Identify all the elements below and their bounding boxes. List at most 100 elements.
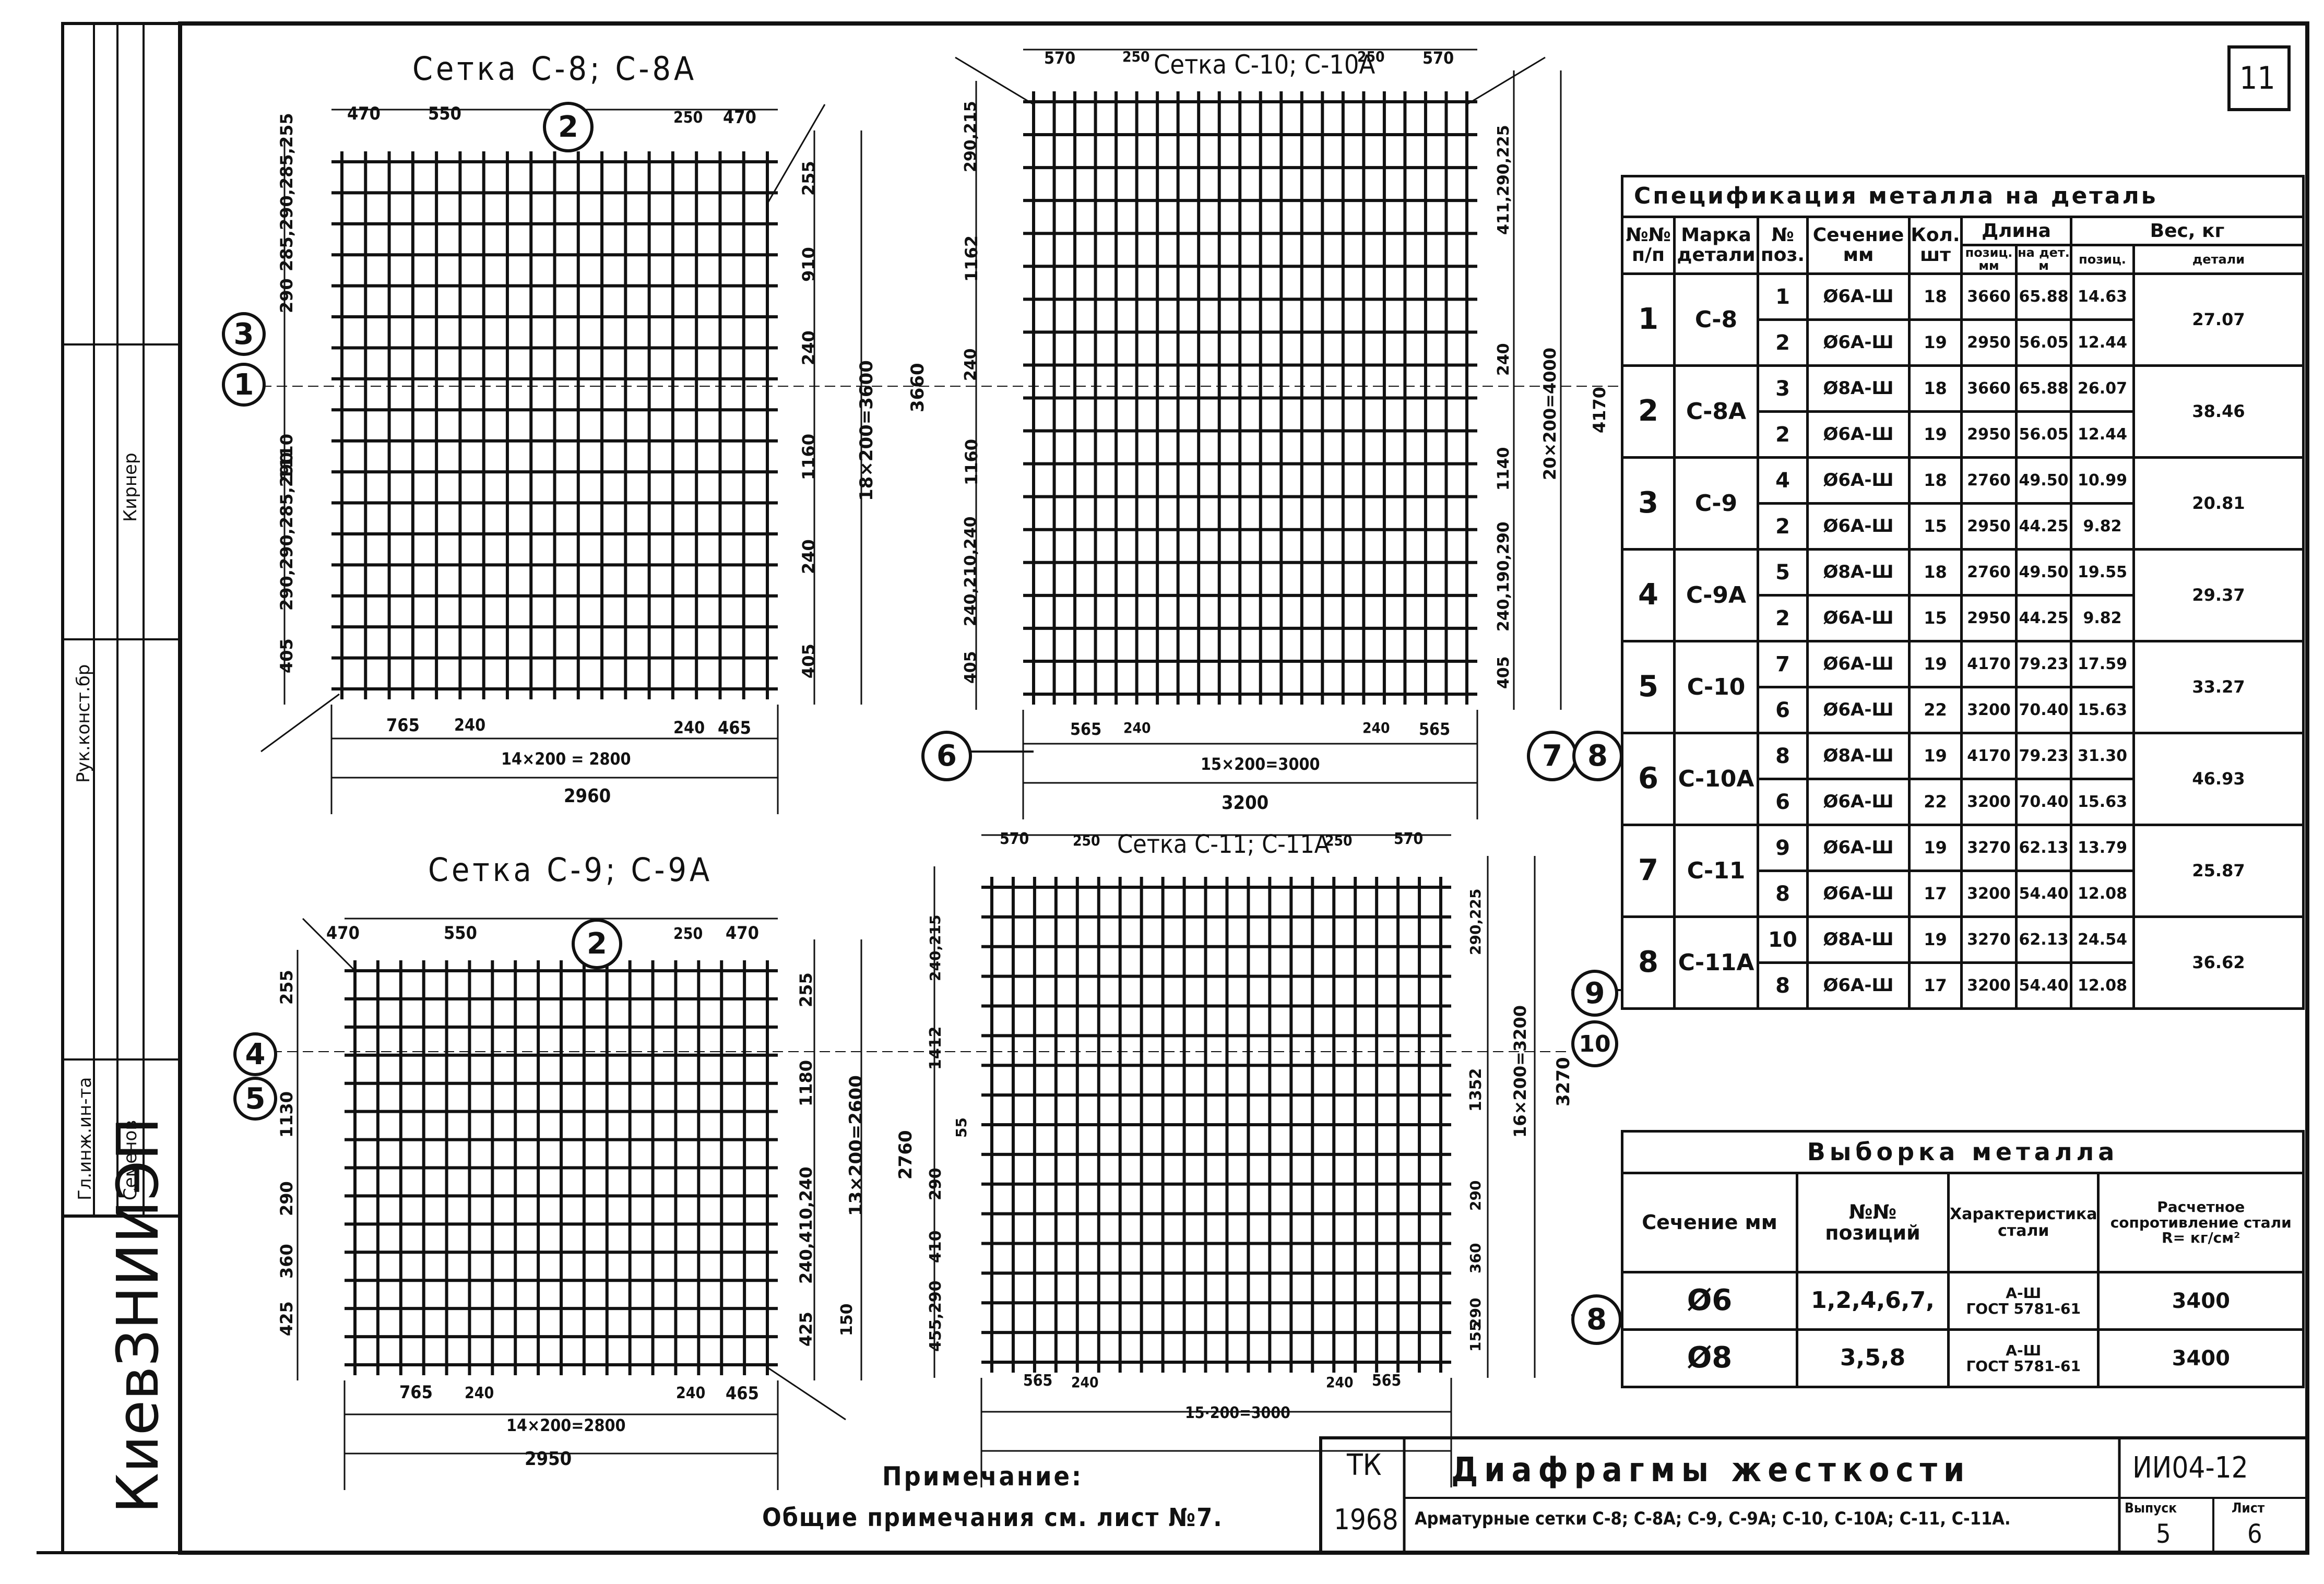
dim-c9-overall: 2950 bbox=[525, 1448, 572, 1470]
dim-c11-right-5: 360 bbox=[1467, 1243, 1484, 1273]
dim-c8-left-5: 405 bbox=[277, 638, 297, 673]
leader-line bbox=[767, 1366, 846, 1421]
spec-len-det: 62.13 bbox=[2015, 915, 2072, 964]
spec-len-pos: 2950 bbox=[1960, 594, 2018, 643]
dim-c10-right-3: 20×200=4000 bbox=[1540, 347, 1560, 480]
dim-c9-right-2: 1180 bbox=[796, 1059, 816, 1106]
dim-c9-left-5: 425 bbox=[277, 1301, 297, 1336]
spec-len-pos: 3270 bbox=[1960, 915, 2018, 964]
dim-c8-bot-1: 765 bbox=[386, 715, 420, 736]
vyb-r: 3400 bbox=[2097, 1271, 2305, 1331]
spec-qty: 15 bbox=[1908, 502, 1963, 551]
vyb-h-r: Расчетное сопротивление стали R= кг/см² bbox=[2097, 1172, 2305, 1273]
tb-title-main: Диафрагмы жесткости bbox=[1451, 1451, 1971, 1490]
spec-mark: С-9А bbox=[1673, 548, 1759, 643]
dim-c9-right-5: 425 bbox=[796, 1312, 816, 1347]
spec-w-det: 33.27 bbox=[2132, 640, 2305, 735]
spec-h-num: №№ п/п bbox=[1621, 215, 1676, 276]
spec-sec: Ø6А-Ш bbox=[1806, 870, 1911, 919]
spec-num: 5 bbox=[1621, 640, 1676, 735]
dim-c9-bot-4: 465 bbox=[726, 1383, 759, 1404]
dim-c11-top-3: 250 bbox=[1325, 832, 1353, 849]
spec-sec: Ø6А-Ш bbox=[1806, 502, 1911, 551]
vyb-ch2: ГОСТ 5781-61 bbox=[1966, 1300, 2081, 1317]
dim-c9-left-1: 255 bbox=[277, 970, 297, 1005]
dim-c11-right-3: 16×200=3200 bbox=[1510, 1005, 1530, 1138]
spec-w-pos: 14.63 bbox=[2070, 272, 2135, 321]
spec-w-pos: 15.63 bbox=[2070, 778, 2135, 827]
spec-w-pos: 15.63 bbox=[2070, 686, 2135, 735]
spec-qty: 22 bbox=[1908, 686, 1963, 735]
tb-list-label: Лист bbox=[2232, 1500, 2265, 1516]
dim-c10-overall-v: 4170 bbox=[1590, 386, 1609, 433]
spec-pos: 10 bbox=[1757, 915, 1809, 964]
callout-6: 6 bbox=[921, 731, 972, 781]
tb-list: 6 bbox=[2247, 1519, 2262, 1549]
spec-mark: С-11 bbox=[1673, 824, 1759, 919]
spec-qty: 18 bbox=[1908, 548, 1963, 597]
spec-len-det: 62.13 bbox=[2015, 824, 2072, 873]
dim-c10-top-4: 570 bbox=[1422, 48, 1454, 68]
spec-sec: Ø8А-Ш bbox=[1806, 732, 1911, 781]
dim-c8-inner: 18×200=3600 bbox=[856, 360, 877, 501]
spec-len-pos: 3660 bbox=[1960, 364, 2018, 413]
dim-c8-right-3: 240 bbox=[799, 330, 819, 365]
dim-c10-overall: 3200 bbox=[1222, 792, 1269, 814]
dim-c9-bot-3: 240 bbox=[676, 1384, 706, 1402]
spec-title: Спецификация металла на деталь bbox=[1621, 175, 2305, 218]
spec-pos: 1 bbox=[1757, 272, 1809, 321]
dim-c8-overall-v: 3660 bbox=[907, 363, 928, 412]
spec-pos: 2 bbox=[1757, 502, 1809, 551]
dim-c10-bot-4: 565 bbox=[1419, 719, 1451, 739]
spec-pos: 6 bbox=[1757, 686, 1809, 735]
callout-2-c9: 2 bbox=[572, 919, 622, 969]
spec-len-pos: 4170 bbox=[1960, 732, 2018, 781]
spec-len-pos: 3660 bbox=[1960, 272, 2018, 321]
callout-8-c10: 8 bbox=[1572, 731, 1623, 781]
dim-c11-right-4: 290 bbox=[1467, 1180, 1484, 1211]
dim-c8-right-2: 910 bbox=[799, 247, 819, 282]
page-number: 11 bbox=[2239, 60, 2275, 97]
spec-len-pos: 3200 bbox=[1960, 778, 2018, 827]
dim-c9-top-4: 470 bbox=[726, 923, 759, 944]
spec-len-pos: 3200 bbox=[1960, 686, 2018, 735]
spec-sec: Ø8А-Ш bbox=[1806, 548, 1911, 597]
dim-c9-right-6: 150 bbox=[838, 1303, 856, 1336]
dim-c9-row: 14×200=2800 bbox=[506, 1415, 626, 1435]
vyb-ch1: А-Ш bbox=[2006, 1284, 2042, 1302]
spec-num: 4 bbox=[1621, 548, 1676, 643]
vyb-h-ch: Характеристика стали bbox=[1947, 1172, 2100, 1273]
dim-c11-left-3: 55 bbox=[953, 1117, 970, 1138]
spec-len-det: 79.23 bbox=[2015, 640, 2072, 689]
spec-w-pos: 17.59 bbox=[2070, 640, 2135, 689]
spec-len-det: 44.25 bbox=[2015, 594, 2072, 643]
spec-len-pos: 4170 bbox=[1960, 640, 2018, 689]
spec-len-pos: 3200 bbox=[1960, 870, 2018, 919]
dim-c8-bot-2: 240 bbox=[454, 715, 486, 735]
spec-pos: 7 bbox=[1757, 640, 1809, 689]
dim-c8-left-4: 290,290,285,290 bbox=[277, 452, 297, 611]
spec-qty: 18 bbox=[1908, 456, 1963, 505]
tb-title-sub: Арматурные сетки С-8; С-8А; С-9, С-9А; С… bbox=[1415, 1508, 2011, 1529]
spec-sec: Ø8А-Ш bbox=[1806, 915, 1911, 964]
spec-w-pos: 12.44 bbox=[2070, 318, 2135, 367]
note-text: Общие примечания см. лист №7. bbox=[762, 1503, 1223, 1532]
dim-c10-right-2: 240 bbox=[1495, 343, 1513, 376]
spec-len-pos: 2760 bbox=[1960, 456, 2018, 505]
spec-mark: С-8 bbox=[1673, 272, 1759, 367]
dim-c8-overall: 2960 bbox=[564, 785, 611, 807]
spec-h-w-pos: позиц. bbox=[2070, 243, 2135, 276]
spec-len-det: 54.40 bbox=[2015, 961, 2072, 1010]
spec-w-pos: 13.79 bbox=[2070, 824, 2135, 873]
spec-len-det: 56.05 bbox=[2015, 410, 2072, 459]
dim-c9-right-1: 255 bbox=[796, 972, 816, 1007]
spec-pos: 8 bbox=[1757, 961, 1809, 1010]
spec-h-w-det: детали bbox=[2132, 243, 2305, 276]
spec-w-pos: 10.99 bbox=[2070, 456, 2135, 505]
spec-len-det: 65.88 bbox=[2015, 364, 2072, 413]
dim-c9-left-2: 1130 bbox=[277, 1091, 297, 1138]
tb-vypusk: 5 bbox=[2156, 1519, 2171, 1549]
leader-line bbox=[766, 104, 826, 204]
